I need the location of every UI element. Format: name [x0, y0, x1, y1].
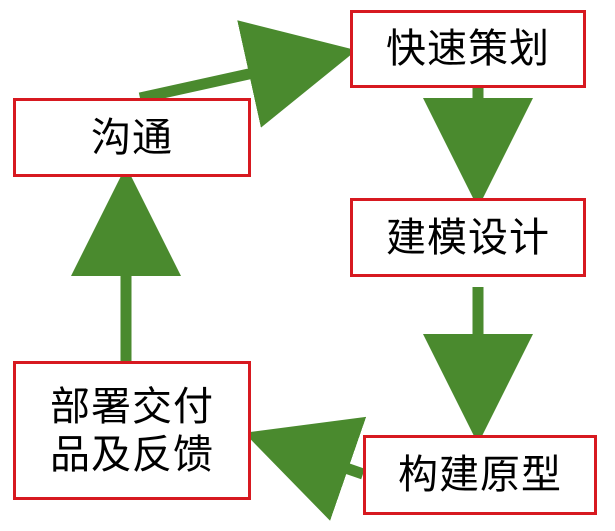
node-prototype-label: 构建原型 — [398, 452, 562, 498]
arrow-communicate-to-planning — [138, 20, 357, 128]
node-communicate: 沟通 — [13, 98, 251, 177]
node-delivery-label: 部署交付品及反馈 — [50, 383, 214, 478]
node-communicate-label: 沟通 — [91, 114, 173, 161]
node-modeling-label: 建模设计 — [386, 214, 550, 261]
node-planning-label: 快速策划 — [386, 26, 550, 72]
node-modeling: 建模设计 — [350, 198, 586, 277]
arrow-prototype-to-delivery — [244, 416, 367, 521]
node-prototype: 构建原型 — [363, 435, 597, 515]
node-planning: 快速策划 — [350, 10, 586, 88]
node-delivery: 部署交付品及反馈 — [13, 361, 251, 500]
